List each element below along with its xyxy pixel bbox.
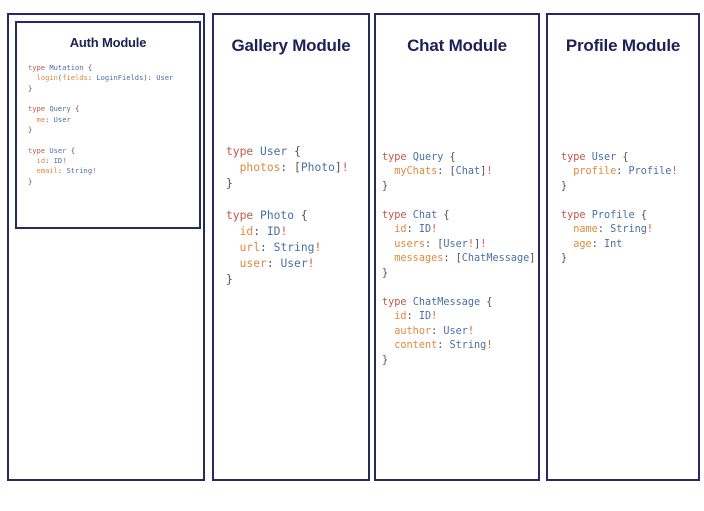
panel-user-module[interactable]: User Module type Query { user(id: ID!): … bbox=[7, 13, 205, 481]
code-line: type ChatMessage { bbox=[382, 296, 493, 308]
code-line: type Profile { bbox=[561, 209, 647, 221]
code-line: } bbox=[28, 83, 33, 93]
code-line: type Query { bbox=[382, 152, 456, 163]
panel-gallery-module[interactable]: Gallery Module type User { photos: [Phot… bbox=[212, 13, 370, 481]
panel-profile-module[interactable]: Profile Module type User { profile: Prof… bbox=[546, 13, 700, 481]
code-line: } bbox=[382, 267, 389, 279]
code-line: type Query { bbox=[28, 104, 80, 114]
code-line: users: [User!]! bbox=[394, 238, 487, 250]
code-line: author: User! bbox=[394, 325, 475, 337]
code-line: url: String! bbox=[239, 241, 322, 255]
code-line bbox=[28, 94, 199, 104]
code-line: login(fields: LoginFields): User bbox=[36, 73, 174, 83]
code-line: } bbox=[561, 180, 568, 192]
code-line bbox=[382, 281, 538, 295]
code-line bbox=[561, 194, 698, 208]
panel-auth-module[interactable]: Auth Module type Mutation { login(fields… bbox=[15, 21, 201, 229]
code-line: email: String! bbox=[36, 166, 97, 176]
code-block-profile-module: type User { profile: Profile!} type Prof… bbox=[561, 151, 698, 267]
code-line: type User { bbox=[226, 145, 301, 158]
code-line: photos: [Photo]! bbox=[239, 161, 349, 175]
code-line: } bbox=[382, 354, 389, 366]
code-line: id: ID! bbox=[36, 156, 67, 166]
code-line: content: String! bbox=[394, 340, 493, 352]
panel-title-auth-module: Auth Module bbox=[69, 35, 147, 50]
code-line bbox=[226, 192, 368, 208]
panel-title-gallery-module: Gallery Module bbox=[231, 36, 351, 55]
code-block-chat-module: type Query { myChats: [Chat]!} type Chat… bbox=[382, 151, 538, 368]
code-line: } bbox=[28, 176, 33, 186]
code-block-auth-module: type Mutation { login(fields: LoginField… bbox=[28, 63, 199, 187]
code-line: type Mutation { bbox=[28, 63, 93, 72]
code-line: } bbox=[226, 273, 233, 287]
code-line: } bbox=[226, 177, 233, 191]
code-line: } bbox=[28, 125, 33, 135]
code-line: type Chat { bbox=[382, 209, 450, 221]
code-line: name: String! bbox=[573, 224, 654, 236]
code-line bbox=[382, 194, 538, 208]
panel-title-chat-module: Chat Module bbox=[407, 36, 507, 55]
panel-chat-module[interactable]: Chat Module type Query { myChats: [Chat]… bbox=[374, 13, 540, 481]
code-line bbox=[28, 135, 199, 145]
code-line: } bbox=[561, 253, 568, 265]
code-line: myChats: [Chat]! bbox=[394, 166, 493, 178]
code-line: age: Int bbox=[573, 238, 623, 250]
code-line: type User { bbox=[561, 152, 629, 163]
code-line: type Photo { bbox=[226, 209, 308, 223]
code-line: messages: [ChatMessage]! bbox=[394, 253, 538, 265]
code-block-gallery-module: type User { photos: [Photo]!} type Photo… bbox=[226, 144, 368, 288]
code-line: id: ID! bbox=[394, 311, 438, 323]
code-line: me: User bbox=[36, 114, 71, 124]
code-line: id: ID! bbox=[394, 224, 438, 236]
code-line: type User { bbox=[28, 145, 76, 155]
code-line: profile: Profile! bbox=[573, 166, 678, 178]
code-line: user: User! bbox=[239, 257, 315, 271]
code-line: } bbox=[382, 180, 389, 192]
panel-title-profile-module: Profile Module bbox=[565, 36, 681, 55]
code-line: id: ID! bbox=[239, 225, 288, 239]
